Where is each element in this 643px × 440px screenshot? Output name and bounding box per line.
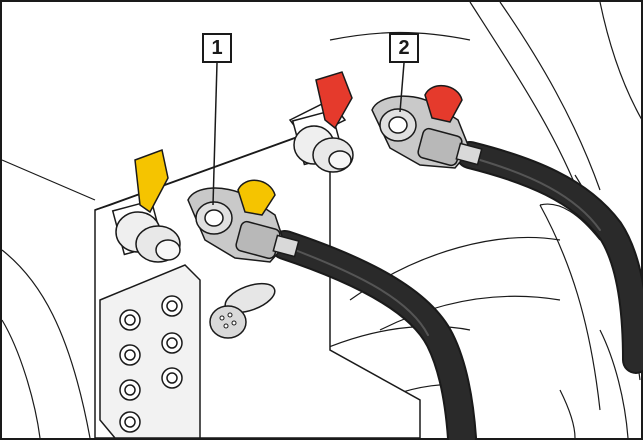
round-plug [209, 282, 276, 339]
coupling-head-yellow [187, 179, 300, 263]
leader-line-1 [212, 62, 218, 206]
yellow-handle [237, 179, 276, 216]
red-dust-cap-handle [315, 71, 353, 130]
right-bracket-socket [291, 71, 354, 173]
coupling-head-red [371, 85, 483, 169]
left-bracket-socket [111, 148, 181, 263]
leader-lines [212, 62, 405, 206]
yellow-dust-cap-handle [134, 148, 169, 214]
callout-label-2: 2 [389, 33, 419, 63]
leader-line-2 [399, 62, 405, 113]
callout-label-1: 1 [202, 33, 232, 63]
hoses [270, 141, 643, 440]
socket-block [99, 264, 201, 439]
red-handle [424, 85, 463, 123]
